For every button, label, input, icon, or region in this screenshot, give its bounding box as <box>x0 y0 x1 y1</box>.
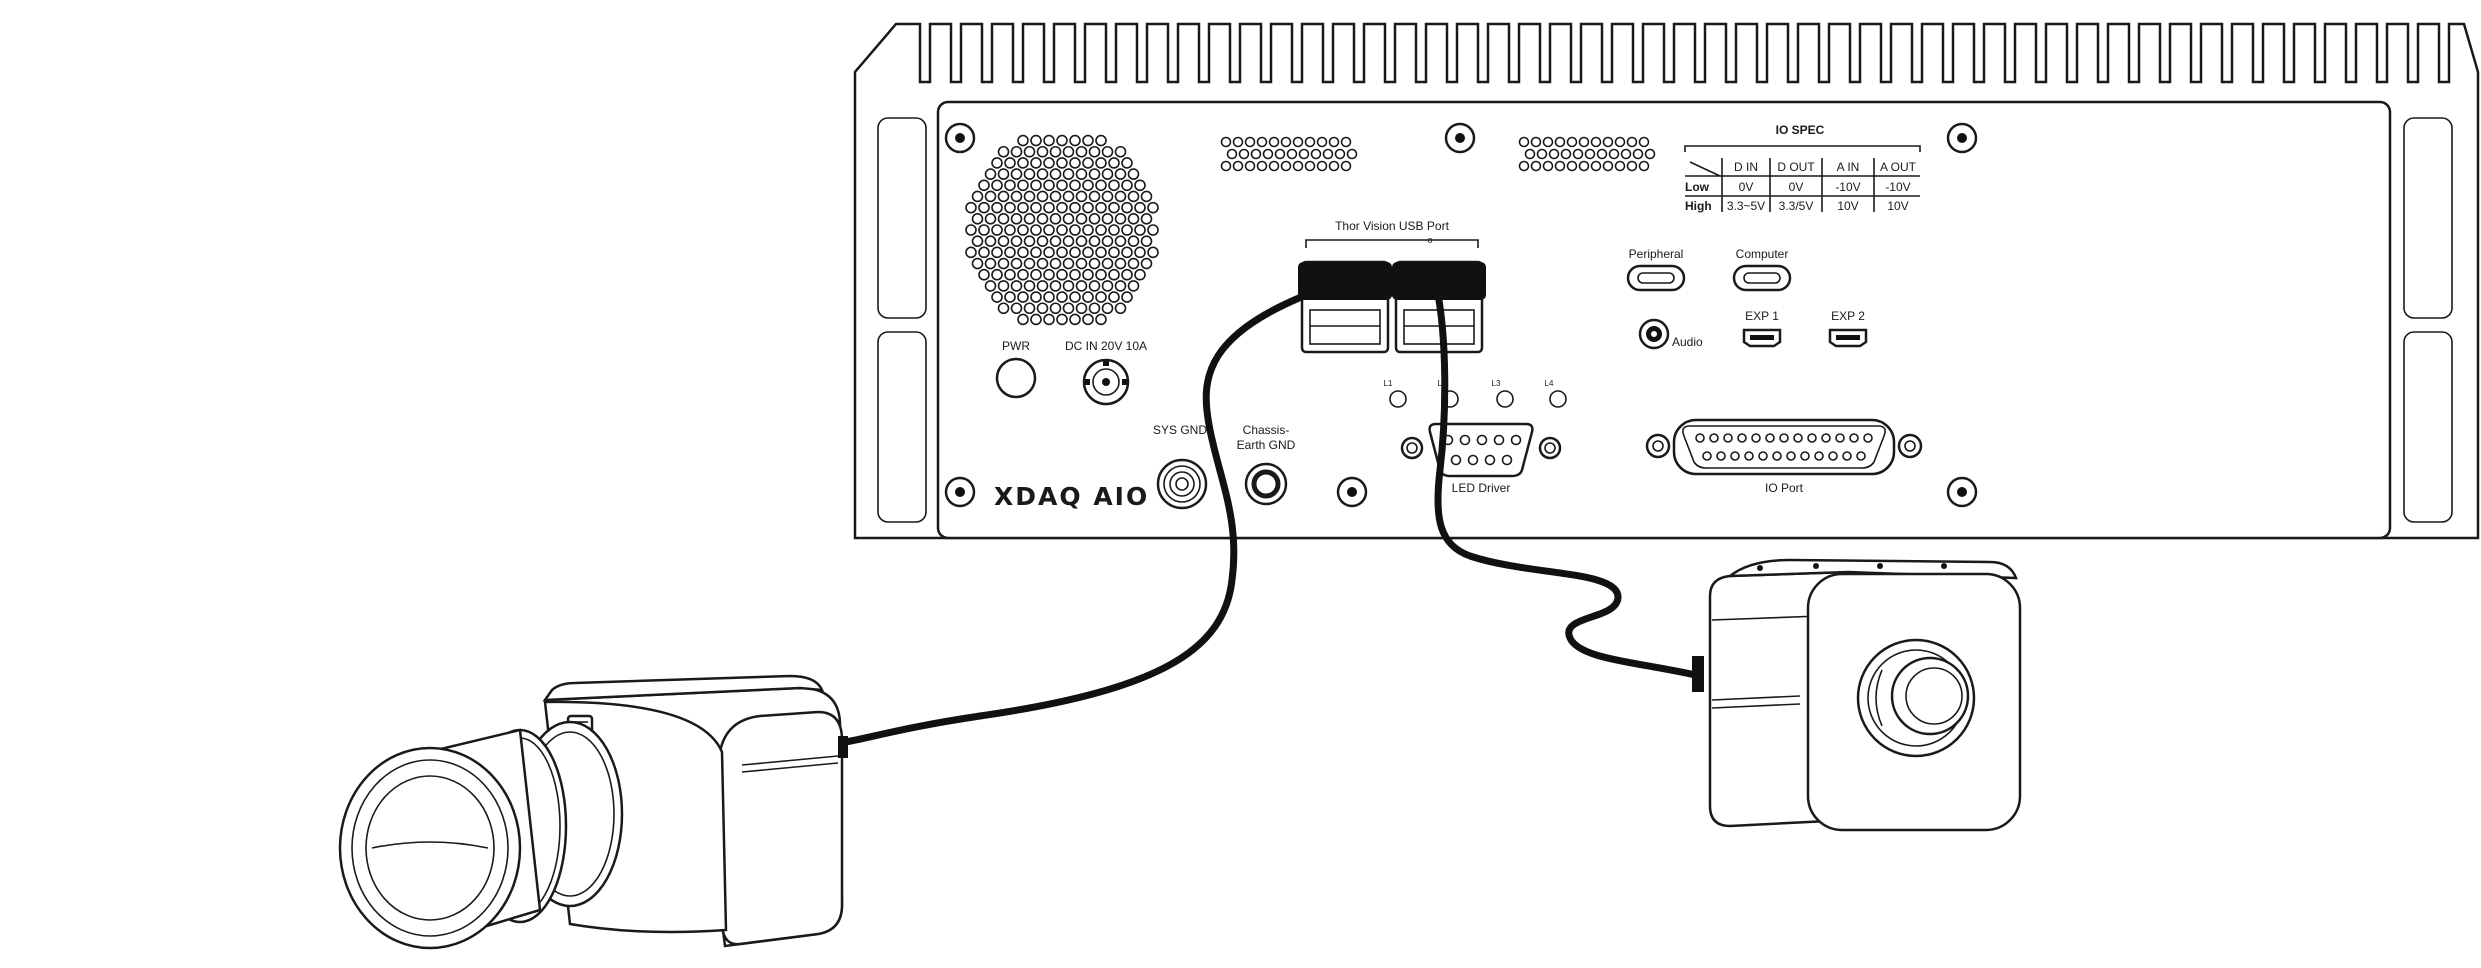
computer-label: Computer <box>1736 247 1789 261</box>
vent-slots-right <box>1518 136 1656 172</box>
vent-slots-left <box>1220 136 1358 172</box>
io-row-high: High <box>1685 199 1712 213</box>
front-panel <box>936 100 2392 540</box>
io-port-label: IO Port <box>1765 481 1804 495</box>
pwr-label: PWR <box>1002 339 1030 353</box>
led-driver-label: LED Driver <box>1452 481 1511 495</box>
usb-cable-left-camera <box>841 280 1340 746</box>
panel-screws <box>944 122 1978 508</box>
audio-label: Audio <box>1672 335 1703 349</box>
left-rail-bottom <box>877 331 927 523</box>
io-port-connector[interactable] <box>1645 418 1923 476</box>
xdaq-device: PWR DC IN 20V 10A XDAQ AIO SYS GND Chass… <box>853 22 2480 540</box>
led-label-l4: L4 <box>1545 379 1554 388</box>
usb-bracket <box>1305 239 1479 248</box>
camera-left <box>338 674 848 950</box>
io-spec-bracket <box>1684 145 1921 152</box>
dc-in-label: DC IN 20V 10A <box>1065 339 1147 353</box>
io-col-ain: A IN <box>1837 160 1860 174</box>
left-rail-top <box>877 117 927 319</box>
io-low-aout: -10V <box>1885 180 1910 194</box>
io-high-din: 3.3~5V <box>1727 199 1765 213</box>
chassis-gnd-label-1: Chassis- <box>1243 423 1290 437</box>
io-col-dout: D OUT <box>1777 160 1815 174</box>
io-low-ain: -10V <box>1835 180 1860 194</box>
sys-gnd-terminal[interactable] <box>1156 458 1208 510</box>
chassis-gnd-label-2: Earth GND <box>1237 438 1296 452</box>
led-l3 <box>1496 390 1514 408</box>
io-spec-diagonal <box>1689 161 1721 177</box>
io-spec-table: IO SPEC D IN D OUT A IN A OUT Low 0V 0V … <box>1684 123 1921 213</box>
usb-port-marker: o <box>1427 235 1432 245</box>
usb-plug-2 <box>1392 262 1486 300</box>
io-spec-title: IO SPEC <box>1776 123 1825 137</box>
exp1-label: EXP 1 <box>1745 309 1779 323</box>
led-driver-connector[interactable] <box>1400 422 1562 478</box>
usb-c-computer-port[interactable] <box>1732 264 1792 292</box>
dc-in-jack[interactable] <box>1082 358 1130 406</box>
exp2-port[interactable] <box>1828 328 1868 348</box>
led-l4 <box>1549 390 1567 408</box>
brand-logo: XDAQ AIO <box>994 482 1149 511</box>
io-row-low: Low <box>1685 180 1710 194</box>
led-label-l3: L3 <box>1492 379 1501 388</box>
io-low-din: 0V <box>1739 180 1754 194</box>
io-high-ain: 10V <box>1837 199 1858 213</box>
io-low-dout: 0V <box>1789 180 1804 194</box>
io-high-aout: 10V <box>1887 199 1908 213</box>
io-high-dout: 3.3/5V <box>1779 199 1814 213</box>
led-label-l1: L1 <box>1384 379 1393 388</box>
right-rail-bottom <box>2403 331 2453 523</box>
io-col-aout: A OUT <box>1880 160 1917 174</box>
io-col-din: D IN <box>1734 160 1758 174</box>
sys-gnd-label: SYS GND <box>1153 423 1207 437</box>
usb-c-peripheral-port[interactable] <box>1626 264 1686 292</box>
chassis-gnd-terminal[interactable] <box>1244 462 1288 506</box>
exp2-label: EXP 2 <box>1831 309 1865 323</box>
audio-jack[interactable] <box>1638 318 1670 350</box>
peripheral-label: Peripheral <box>1629 247 1684 261</box>
camera-right <box>1692 558 2022 832</box>
power-button[interactable] <box>995 357 1037 399</box>
fan-vent-grille <box>965 134 1159 326</box>
led-l1 <box>1389 390 1407 408</box>
exp1-port[interactable] <box>1742 328 1782 348</box>
usb-cable-right-camera <box>1432 280 1704 680</box>
thor-usb-label: Thor Vision USB Port <box>1335 219 1449 233</box>
right-rail-top <box>2403 117 2453 319</box>
